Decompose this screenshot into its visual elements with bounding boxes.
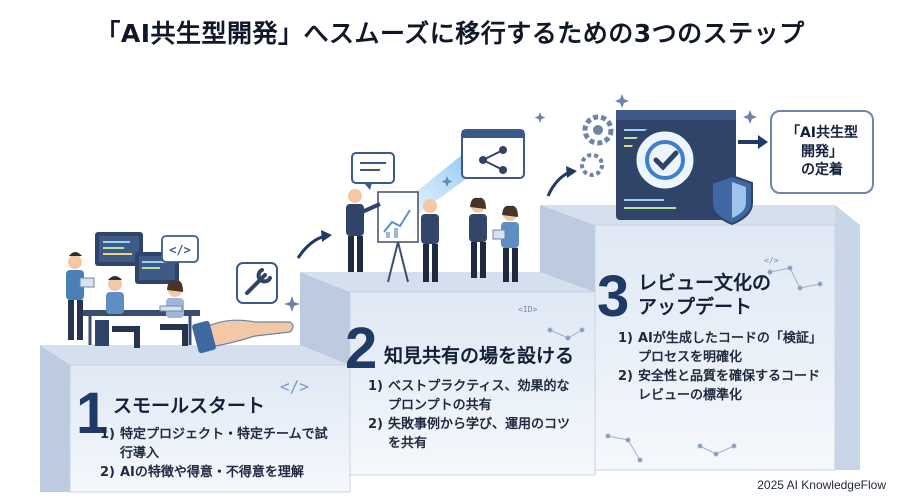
- step-2-items: 1)ベストプラクティス、効果的なプロンプトの共有 2)失敗事例から学び、運用のコ…: [368, 378, 578, 453]
- id-tag: <ID>: [518, 305, 538, 314]
- list-item: 2)失敗事例から学び、運用のコツを共有: [368, 416, 571, 451]
- step-2-block: [300, 272, 596, 476]
- step-1-number: 1: [76, 381, 109, 446]
- step-3-items: 1)AIが生成したコードの「検証」プロセスを明確化 2)安全性と品質を確保するコ…: [618, 330, 823, 405]
- list-item: 1)ベストプラクティス、効果的なプロンプトの共有: [368, 379, 570, 413]
- step-2-number: 2: [345, 316, 378, 381]
- step-3-title: レビュー文化の アップデート: [638, 272, 772, 318]
- step-1-scene: </>: [66, 232, 200, 348]
- code-tag-2: </>: [280, 377, 309, 396]
- goal-box: 「AI共生型 開発」 の定着: [770, 110, 874, 194]
- footer-credit: 2025 AI KnowledgeFlow: [757, 478, 886, 492]
- page-title: 「AI共生型開発」へスムーズに移行するための3つのステップ: [95, 19, 805, 48]
- list-item: 2)安全性と品質を確保するコードレビューの標準化: [618, 368, 821, 403]
- step-1-block: [40, 345, 351, 493]
- arrow-step-1-to-2: [296, 234, 326, 259]
- sparkle-decorations: [284, 94, 757, 312]
- code-tag-1: </>: [169, 243, 191, 257]
- list-item: 2)AIの特徴や得意・不得意を理解: [100, 464, 304, 480]
- step-3-number: 3: [597, 264, 630, 329]
- constellation-decorations: [547, 265, 823, 463]
- list-item: 1)特定プロジェクト・特定チームで試行導入: [100, 427, 328, 461]
- small-code-tag: </>: [764, 256, 779, 265]
- step-1-items: 1)特定プロジェクト・特定チームで試行導入 2)AIの特徴や得意・不得意を理解: [100, 426, 330, 483]
- step-2-title: 知見共有の場を設ける: [384, 345, 575, 367]
- list-item: 1)AIが生成したコードの「検証」プロセスを明確化: [618, 331, 822, 365]
- step-1-title: スモールスタート: [113, 395, 266, 417]
- step-2-scene: [346, 129, 525, 283]
- arrow-step-2-to-3: [546, 170, 571, 197]
- step-3-scene: [580, 110, 753, 226]
- wrench-hand-icon: [192, 262, 294, 354]
